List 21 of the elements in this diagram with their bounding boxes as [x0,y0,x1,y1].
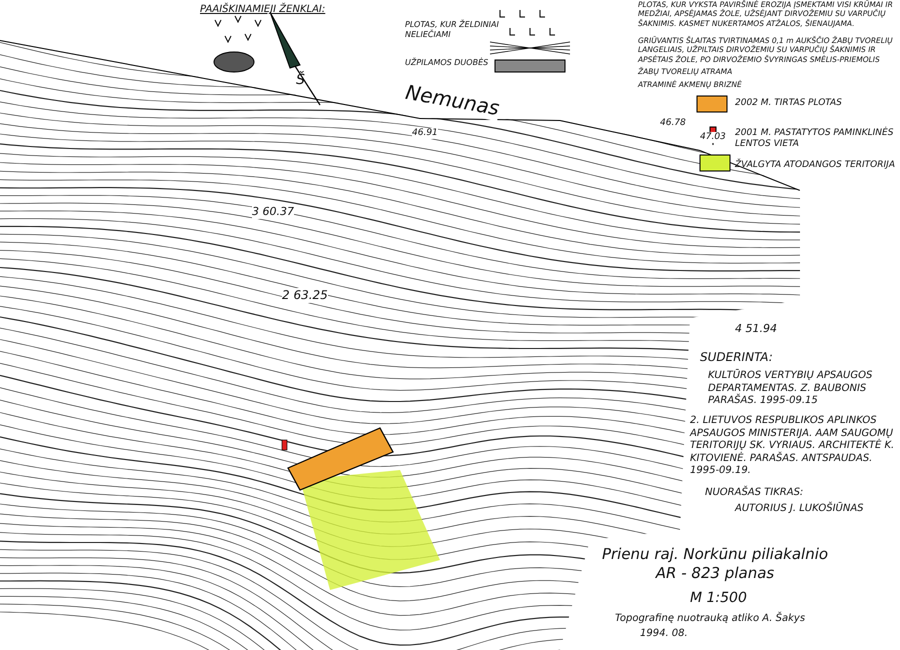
elevation-label: 46.91 [412,128,438,140]
legend-text: ŽVALGYTA ATODANGOS TERITORIJA [735,160,895,172]
survey-date: 1994. 08. [640,628,688,640]
survey-note: Topografinę nuotrauką atliko A. Šakys [615,613,806,626]
legend-text: 2002 M. TIRTAS PLOTAS [735,98,843,110]
north-label: Š [296,72,305,90]
legend-text: 2001 M. PASTATYTOS PAMINKLINĖS LENTOS VIETA [735,128,894,150]
scale-text: M 1:500 [690,590,747,608]
certification-text: NUORAŠAS TIKRAS: [705,487,804,500]
approval-text: KULTŪROS VERTYBIŲ APSAUGOS DEPARTAMENTAS. Z. BAUBONIS PARAŠAS. 1995-09.15 [708,370,874,408]
approval-text: 2. LIETUVOS RESPUBLIKOS APLINKOS APSAUGOS MINISTERIJA. AAM SAUGOMŲ TERITORIJŲ SK. VYRIAUS. ARCHITEKTĖ K. KITOVIENĖ. PARAŠAS. ANTSPAUDAS. 1995-09.19. [690,415,895,478]
elevation-label: 47.03 [700,132,726,144]
approval-heading: SUDERINTA: [700,350,773,365]
legend-text: UŽPILAMOS DUOBĖS [405,58,490,68]
legend-heading: PAAIŠKINAMIEJI ŽENKLAI: [200,4,326,16]
station-label: 4 51.94 [735,322,777,336]
plan-title: Prienu raj. Norkūnu piliakalnio AR - 823 planas [600,545,830,582]
station-label: 3 60.37 [252,205,294,219]
station-label: 2 63.25 [282,288,328,303]
author-text: AUTORIUS J. LUKOŠIŪNAS [735,503,864,516]
legend-text: PLOTAS, KUR ŽELDINIAI NELIEČIAMI [405,20,500,40]
